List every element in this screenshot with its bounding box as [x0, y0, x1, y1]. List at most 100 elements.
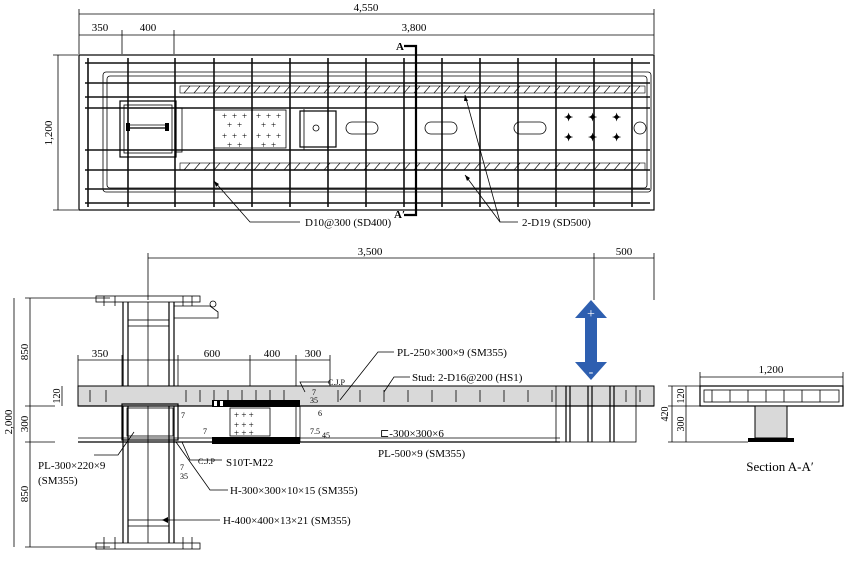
weld-6: 6 [318, 409, 322, 418]
svg-text:+: + [256, 111, 261, 121]
plan-view: 4,550 350 400 3,800 1,200 [43, 2, 655, 229]
section-dim-1200: 1,200 [759, 364, 784, 376]
section-mark-a-prime: A′ [394, 209, 405, 221]
plan-dim-total: 4,550 [354, 2, 379, 14]
label-h400: H-400×400×13×21 (SM355) [223, 515, 351, 527]
elev-dim-3500: 3,500 [358, 246, 383, 258]
label-channel: ⊏-300×300×6 [380, 428, 444, 440]
svg-text:+: + [237, 140, 242, 150]
weld-7c: 7 [203, 427, 207, 436]
svg-text:+: + [261, 140, 266, 150]
weld-7b: 7 [181, 411, 185, 420]
svg-text:✦: ✦ [564, 112, 573, 124]
svg-text:+: + [276, 131, 281, 141]
svg-text:+: + [242, 131, 247, 141]
svg-text:✦: ✦ [588, 112, 597, 124]
load-plus: + [587, 307, 595, 322]
section-dim-300: 300 [676, 417, 687, 432]
section-view: 1,200 420 120 300 Section A-A′ [660, 364, 844, 474]
svg-text:+: + [232, 131, 237, 141]
plan-transverse-rebars [87, 58, 633, 207]
svg-text:+: + [276, 111, 281, 121]
weld-cjp-1: C.J.P [328, 378, 345, 387]
label-pl300-grade: (SM355) [38, 475, 78, 487]
elev-dim-500: 500 [616, 246, 633, 258]
elev-dim-300b: 300 [305, 348, 322, 360]
svg-text:+ + +: + + + [234, 410, 254, 420]
weld-35a: 35 [310, 396, 318, 405]
label-pl250: PL-250×300×9 (SM355) [397, 347, 507, 359]
plan-dim-350: 350 [92, 22, 109, 34]
svg-text:+: + [222, 131, 227, 141]
svg-text:+: + [227, 140, 232, 150]
plan-inner-bar [102, 71, 652, 193]
plan-column-box [119, 100, 183, 158]
elev-dim-600: 600 [204, 348, 221, 360]
label-bolt: S10T-M22 [226, 457, 273, 469]
elev-steel-beam [78, 405, 654, 443]
label-pl500: PL-500×9 (SM355) [378, 448, 466, 460]
plan-dimensions: 4,550 350 400 3,800 1,200 [43, 2, 655, 211]
elev-dim-300: 300 [19, 415, 31, 432]
plan-label-d10: D10@300 (SD400) [305, 217, 392, 229]
plan-bolt-group-right: ✦ ✦ ✦ ✦ ✦ ✦ [564, 112, 621, 144]
elev-dim-850-bot: 850 [19, 485, 31, 502]
plan-bolt-group-left: +++ +++ ++ ++ +++ +++ ++ ++ [213, 109, 287, 150]
svg-text:+: + [256, 131, 261, 141]
weld-symbols: C.J.P 7 35 7 7 6 7.5 45 7 35 C.J.P [180, 378, 345, 481]
elevation-view: 3,500 500 850 2,000 300 850 120 [3, 246, 655, 550]
svg-text:+: + [271, 120, 276, 130]
weld-35b: 35 [180, 472, 188, 481]
weld-7a: 7 [312, 388, 316, 397]
label-h300: H-300×300×10×15 (SM355) [230, 485, 358, 497]
section-title: Section A-A′ [746, 459, 814, 474]
elevation-mid-dimensions: 350 600 400 300 [77, 348, 331, 388]
column-h400 [95, 295, 219, 550]
section-dim-420: 420 [660, 407, 671, 422]
label-stud: Stud: 2-D16@200 (HS1) [412, 372, 523, 384]
section-steel [754, 405, 788, 439]
svg-text:✦: ✦ [612, 112, 621, 124]
svg-text:+: + [227, 120, 232, 130]
section-cut-marker: A A′ [394, 41, 418, 221]
elev-slab [77, 385, 655, 407]
plan-dim-400: 400 [140, 22, 157, 34]
plan-dim-1200: 1,200 [43, 120, 55, 145]
elev-dim-850-top: 850 [19, 343, 31, 360]
elev-dim-2000: 2,000 [3, 409, 15, 434]
plan-slotted-holes [345, 121, 647, 135]
svg-text:+: + [237, 120, 242, 130]
plan-base-plate [299, 109, 337, 150]
plan-slab-outline [78, 54, 655, 211]
svg-text:✦: ✦ [564, 132, 573, 144]
elev-dim-120: 120 [52, 389, 63, 404]
svg-text:+: + [242, 111, 247, 121]
elev-studs [89, 390, 641, 402]
section-mark-a: A [396, 41, 404, 53]
load-arrow: + - [575, 300, 607, 380]
weld-45: 45 [322, 431, 330, 440]
svg-text:+: + [266, 111, 271, 121]
elev-connection: + + + + + + + + + [121, 400, 300, 444]
svg-text:+ + +: + + + [234, 428, 254, 438]
elevation-labels: PL-250×300×9 (SM355) Stud: 2-D16@200 (HS… [38, 347, 523, 527]
elev-dim-350: 350 [92, 348, 109, 360]
weld-75: 7.5 [310, 427, 320, 436]
plan-leaders: D10@300 (SD400) 2-D19 (SD500) [213, 94, 591, 229]
svg-text:+: + [222, 111, 227, 121]
weld-7d: 7 [180, 463, 184, 472]
label-pl300: PL-300×220×9 [38, 460, 106, 472]
section-dim-120: 120 [676, 389, 687, 404]
elevation-left-dimensions: 850 2,000 300 850 120 [3, 297, 110, 548]
svg-text:+: + [232, 111, 237, 121]
svg-text:+: + [266, 131, 271, 141]
plan-stud-bands [179, 85, 646, 171]
elev-dim-400: 400 [264, 348, 281, 360]
svg-text:✦: ✦ [588, 132, 597, 144]
elevation-top-dimensions: 3,500 500 [147, 246, 655, 300]
section-slab [699, 385, 844, 407]
weld-cjp-2: C.J.P [198, 457, 215, 466]
svg-text:+: + [271, 140, 276, 150]
svg-text:+ + +: + + + [234, 420, 254, 430]
